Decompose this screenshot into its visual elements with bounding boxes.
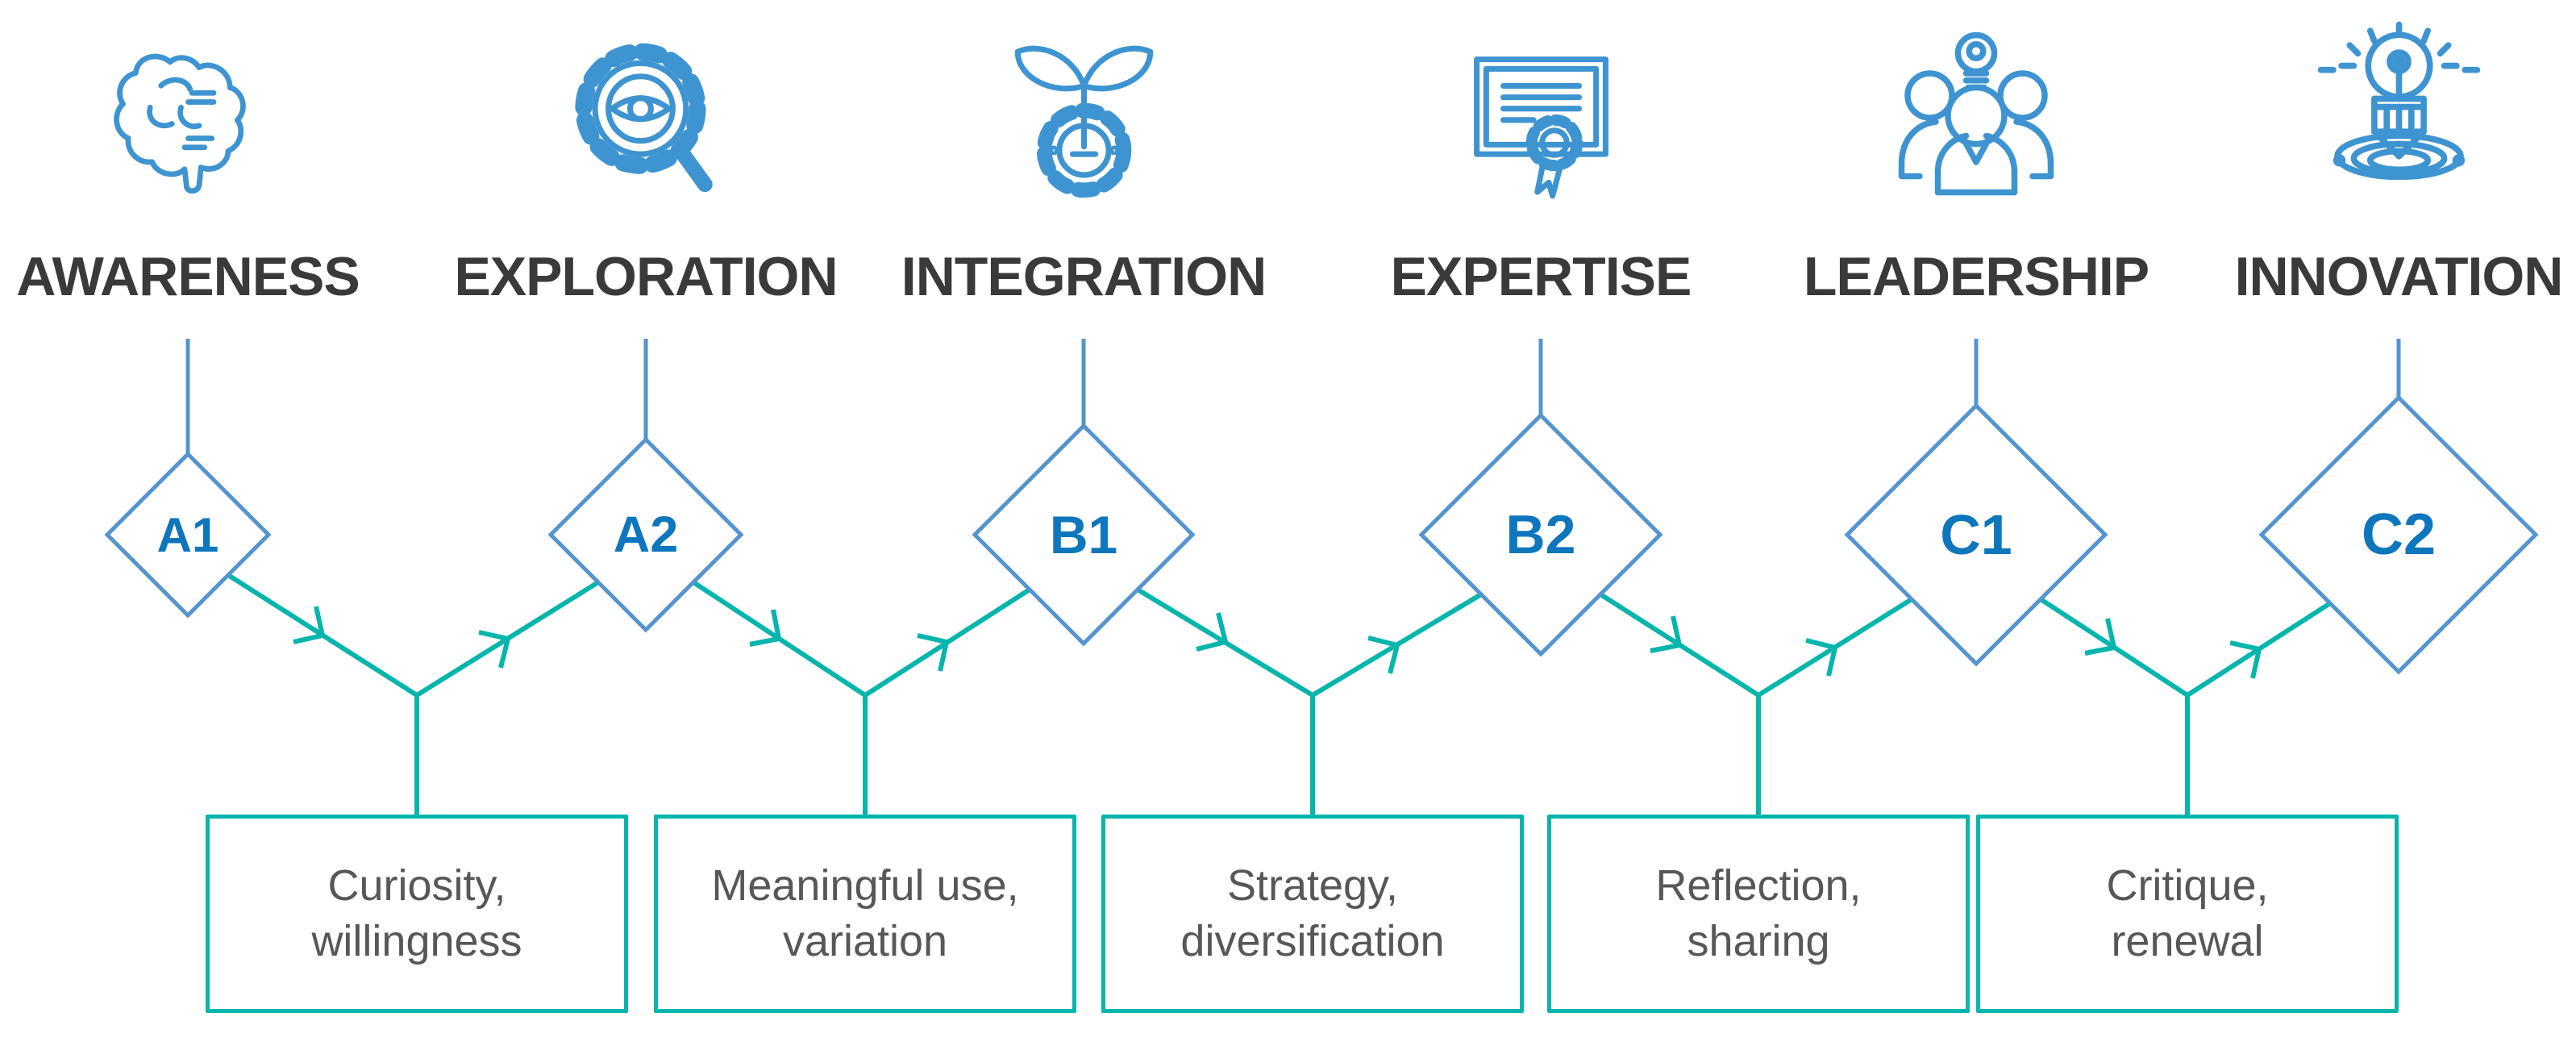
transition-text-line1: Curiosity, <box>327 861 506 910</box>
stage-column-exploration: EXPLORATION <box>420 6 872 308</box>
team-lightbulb-icon <box>1750 6 2202 240</box>
stage-column-innovation: INNOVATION <box>2173 6 2576 308</box>
transition-box-strategy: Strategy, diversification <box>1101 815 1524 1013</box>
transition-text-line1: Critique, <box>2106 861 2269 910</box>
gear-eye-magnifier-icon <box>420 6 872 240</box>
arrowhead-icon <box>1196 612 1229 652</box>
stage-label: INTEGRATION <box>901 246 1267 307</box>
level-code-c2: C2 <box>2361 502 2437 567</box>
stage-label: LEADERSHIP <box>1803 246 2149 307</box>
arrowhead-icon <box>293 606 326 644</box>
transition-text-line1: Reflection, <box>1655 861 1862 910</box>
transition-box-meaningful-use: Meaningful use, variation <box>654 815 1076 1013</box>
progression-connectors <box>227 573 2332 817</box>
sprout-gear-icon <box>858 6 1309 240</box>
level-code-c1: C1 <box>1940 503 2012 566</box>
stage-label: EXPERTISE <box>1390 246 1692 307</box>
level-code-a2: A2 <box>613 506 679 563</box>
transition-text-line2: variation <box>782 917 948 965</box>
stage-label: INNOVATION <box>2234 246 2564 307</box>
certificate-rosette-icon <box>1315 6 1767 240</box>
stage-column-integration: INTEGRATION <box>858 6 1309 308</box>
arrowhead-icon <box>2229 640 2262 679</box>
transition-text-line2: renewal <box>2111 917 2264 965</box>
stage-column-expertise: EXPERTISE <box>1315 6 1767 308</box>
stage-label: AWARENESS <box>16 246 360 307</box>
lightbulb-pencil-swirl-icon <box>2173 6 2576 240</box>
transition-text-line2: diversification <box>1180 917 1445 965</box>
transition-text-line1: Meaningful use, <box>711 861 1019 910</box>
arrowhead-icon <box>749 609 782 647</box>
arrowhead-icon <box>917 633 950 672</box>
level-code-b1: B1 <box>1049 505 1118 565</box>
stage-drop-lines <box>185 339 2401 454</box>
level-code-b2: B2 <box>1505 504 1576 565</box>
transition-text-line2: willingness <box>311 917 522 965</box>
arrowhead-icon <box>2084 618 2117 656</box>
transition-text-line2: sharing <box>1687 917 1830 965</box>
arrowhead-icon <box>1805 638 1838 677</box>
level-diamonds <box>104 394 2539 675</box>
transition-text-line1: Strategy, <box>1226 861 1399 910</box>
level-code-a1: A1 <box>156 507 219 562</box>
brain-icon <box>0 6 414 240</box>
arrowhead-icon <box>1650 615 1683 653</box>
transition-box-reflection: Reflection, sharing <box>1547 815 1970 1013</box>
arrowhead-icon <box>1367 636 1400 674</box>
transition-box-critique: Critique, renewal <box>1976 815 2399 1013</box>
arrowhead-icon <box>478 630 511 669</box>
stage-column-awareness: AWARENESS <box>0 6 414 308</box>
stage-label: EXPLORATION <box>454 246 838 307</box>
stage-column-leadership: LEADERSHIP <box>1750 6 2202 308</box>
transition-box-curiosity: Curiosity, willingness <box>206 815 628 1013</box>
